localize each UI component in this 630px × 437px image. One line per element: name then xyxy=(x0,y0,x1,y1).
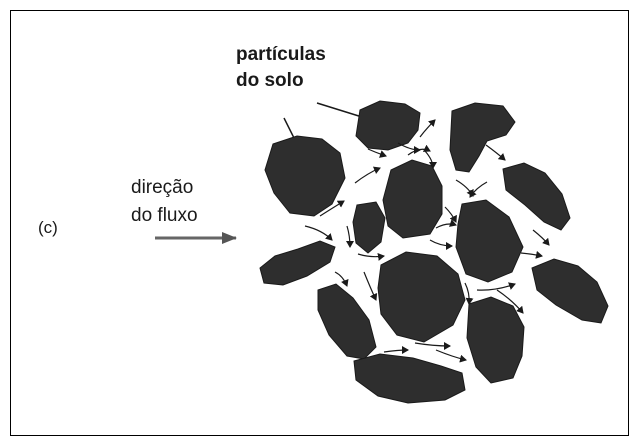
flow-path-arrow xyxy=(355,168,380,183)
flow-path-arrow xyxy=(436,350,466,360)
soil-particle xyxy=(383,160,442,238)
flow-path-arrow xyxy=(420,120,435,137)
flow-path-arrow xyxy=(430,240,452,246)
soil-particle xyxy=(378,252,465,342)
soil-particle xyxy=(467,297,524,383)
soil-particle xyxy=(353,202,385,253)
soil-particle xyxy=(356,101,420,150)
soil-particle xyxy=(503,163,570,230)
soil-particle xyxy=(260,241,335,285)
soil-particle xyxy=(354,354,465,403)
flow-path-arrow xyxy=(358,254,384,257)
flow-path-arrow xyxy=(486,145,505,160)
flow-path-arrow xyxy=(533,230,549,245)
flow-path-arrow xyxy=(305,226,332,240)
flow-path-arrow xyxy=(335,272,347,286)
flow-path-arrow xyxy=(364,272,376,300)
flow-path-arrow xyxy=(436,224,456,228)
flow-path-arrow xyxy=(445,207,456,222)
flow-path-arrow xyxy=(465,283,469,304)
flow-path-arrow xyxy=(521,253,542,256)
flow-path-arrow xyxy=(384,350,408,352)
flow-path-arrow xyxy=(347,226,350,247)
flow-path-arrow xyxy=(477,284,515,290)
soil-particle xyxy=(532,259,608,323)
soil-particle xyxy=(456,200,523,282)
soil-particle xyxy=(318,284,376,359)
flow-path-arrow xyxy=(368,149,386,156)
flow-path-arrow xyxy=(415,343,450,346)
flow-path-arrow xyxy=(456,180,473,196)
particle-leader-line-1 xyxy=(317,103,362,117)
soil-particle xyxy=(450,103,515,172)
soil-particle xyxy=(265,136,345,216)
